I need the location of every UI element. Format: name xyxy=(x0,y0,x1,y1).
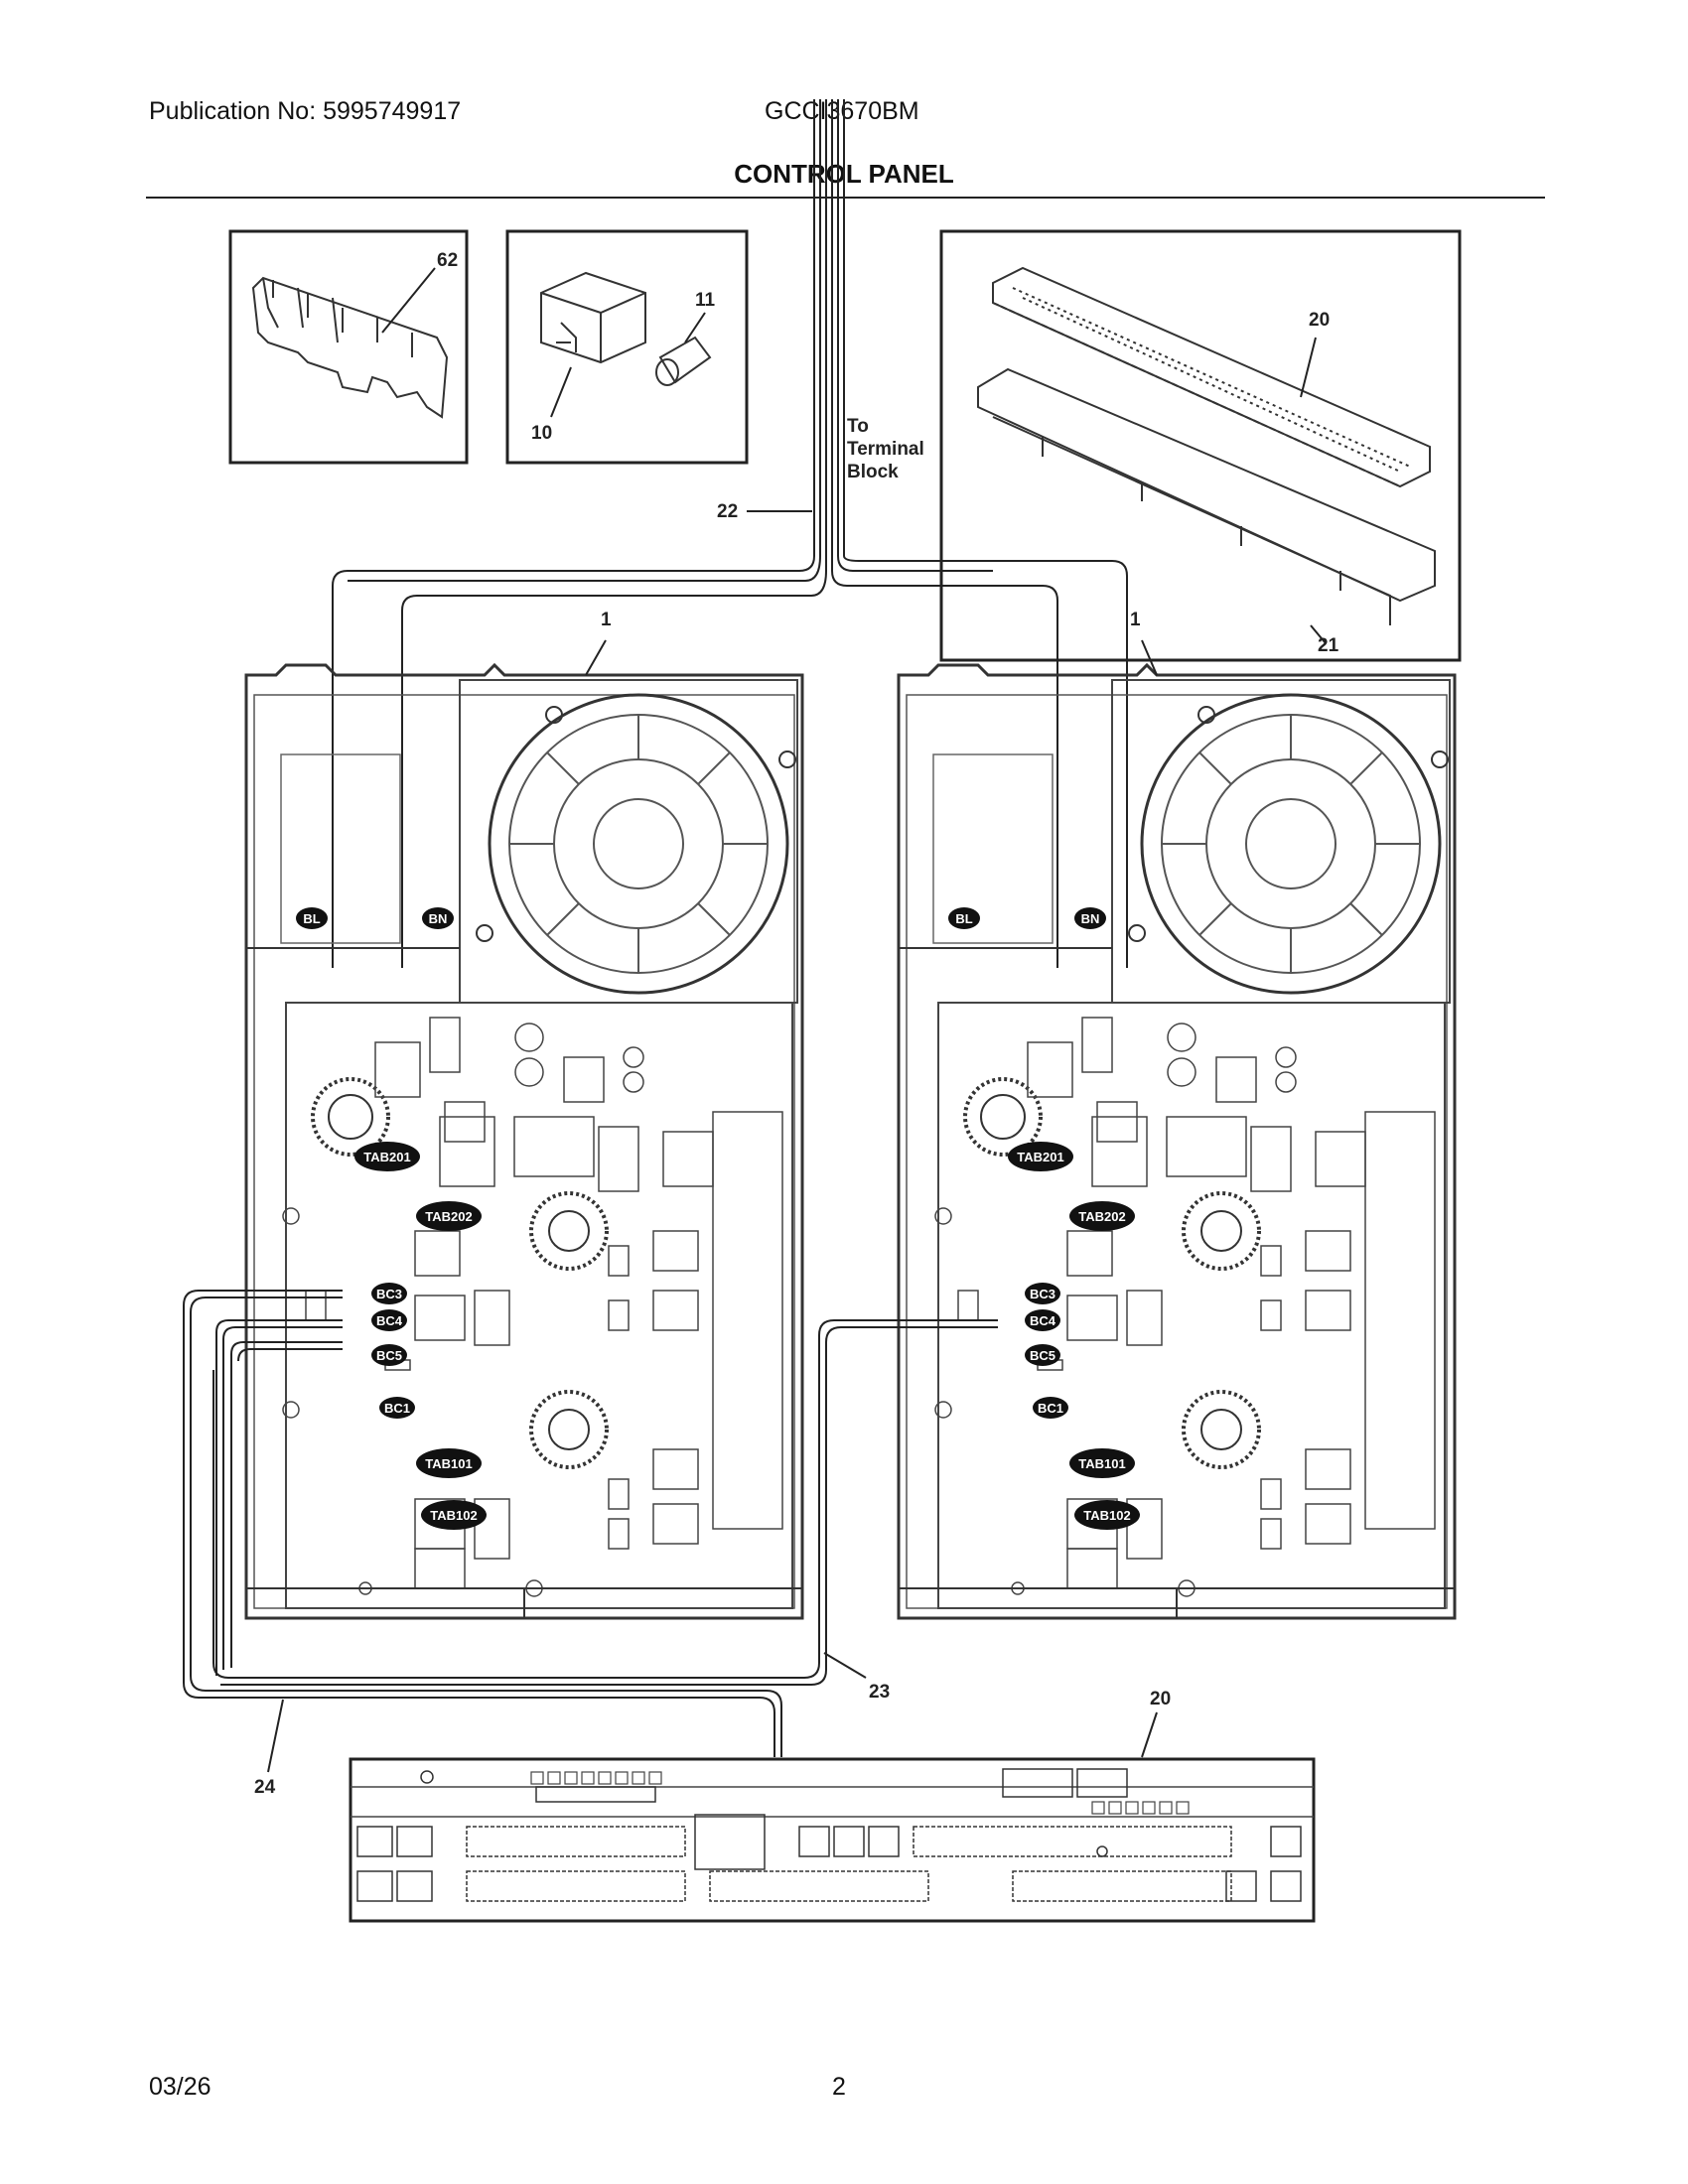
svg-text:BC5: BC5 xyxy=(1030,1348,1055,1363)
tag-bc5-right: BC5 xyxy=(1025,1344,1060,1366)
svg-text:TAB201: TAB201 xyxy=(1017,1150,1063,1164)
svg-text:BC3: BC3 xyxy=(376,1287,402,1301)
tag-bc4-right: BC4 xyxy=(1025,1309,1060,1331)
tag-tab201-left: TAB201 xyxy=(354,1142,420,1171)
part-number-1-right: 1 xyxy=(1130,610,1141,630)
tag-tab101-left: TAB101 xyxy=(416,1448,482,1478)
left-induction-board xyxy=(244,663,804,1620)
svg-text:TAB101: TAB101 xyxy=(1078,1456,1125,1471)
svg-text:TAB202: TAB202 xyxy=(425,1209,472,1224)
wire-harness-22 xyxy=(332,99,1128,968)
svg-text:BC5: BC5 xyxy=(376,1348,402,1363)
user-interface-board xyxy=(349,1757,1316,1923)
inset-parts-20-21: 20 21 xyxy=(939,229,1462,662)
inset-parts-10-11: 10 11 xyxy=(505,229,749,465)
part-number-21: 21 xyxy=(1318,635,1339,656)
svg-text:BC1: BC1 xyxy=(1038,1401,1063,1416)
svg-text:TAB102: TAB102 xyxy=(430,1508,477,1523)
part-number-22: 22 xyxy=(717,501,738,522)
tag-bc1-left: BC1 xyxy=(379,1397,415,1419)
part-number-62: 62 xyxy=(437,250,458,271)
part-number-20-top: 20 xyxy=(1309,310,1330,331)
tag-tab201-right: TAB201 xyxy=(1008,1142,1073,1171)
leader-1-right xyxy=(1141,639,1158,676)
inset-part-62: 62 xyxy=(228,229,469,465)
svg-text:BC3: BC3 xyxy=(1030,1287,1055,1301)
wire-harness-24 xyxy=(183,1290,782,1757)
tag-tab202-left: TAB202 xyxy=(416,1201,482,1231)
svg-text:TAB102: TAB102 xyxy=(1083,1508,1130,1523)
tag-bl-right: BL xyxy=(948,907,980,929)
publication-number: Publication No: 5995749917 xyxy=(149,97,462,125)
right-induction-board xyxy=(897,663,1457,1620)
svg-text:BN: BN xyxy=(429,911,448,926)
tag-bc1-right: BC1 xyxy=(1033,1397,1068,1419)
wire-harness-23 xyxy=(212,1319,998,1686)
svg-text:Block: Block xyxy=(847,462,899,482)
tag-bn-right: BN xyxy=(1074,907,1106,929)
footer-date: 03/26 xyxy=(149,2073,211,2101)
leader-23 xyxy=(823,1652,867,1679)
svg-text:Terminal: Terminal xyxy=(847,439,924,460)
tag-tab202-right: TAB202 xyxy=(1069,1201,1135,1231)
leader-24 xyxy=(267,1699,284,1773)
model-number: GCCI3670BM xyxy=(765,97,919,125)
tag-bc5-left: BC5 xyxy=(371,1344,407,1366)
svg-text:TAB101: TAB101 xyxy=(425,1456,472,1471)
svg-text:BC1: BC1 xyxy=(384,1401,410,1416)
part-number-10: 10 xyxy=(531,423,552,444)
svg-text:BL: BL xyxy=(955,911,972,926)
right-board-tags: BL BN TAB201 TAB202 BC3 BC4 BC5 BC1 TAB1… xyxy=(948,907,1140,1530)
tag-tab102-left: TAB102 xyxy=(421,1500,487,1530)
leader-20-bottom xyxy=(1141,1711,1158,1758)
header-divider xyxy=(146,197,1545,199)
tag-tab101-right: TAB101 xyxy=(1069,1448,1135,1478)
part-number-23: 23 xyxy=(869,1682,890,1703)
part-number-20-bottom: 20 xyxy=(1150,1689,1171,1709)
svg-text:BL: BL xyxy=(303,911,320,926)
tag-bc4-left: BC4 xyxy=(371,1309,407,1331)
tag-bc3-left: BC3 xyxy=(371,1283,407,1304)
svg-text:BN: BN xyxy=(1081,911,1100,926)
leader-1-left xyxy=(585,639,607,676)
tag-bc3-right: BC3 xyxy=(1025,1283,1060,1304)
svg-text:BC4: BC4 xyxy=(376,1313,403,1328)
tag-bl-left: BL xyxy=(296,907,328,929)
tag-bn-left: BN xyxy=(422,907,454,929)
svg-text:To: To xyxy=(847,416,869,437)
tag-tab102-right: TAB102 xyxy=(1074,1500,1140,1530)
part-number-24: 24 xyxy=(254,1777,276,1798)
left-board-tags: BL BN TAB201 TAB202 BC3 BC4 BC5 BC1 TAB1… xyxy=(296,907,487,1530)
svg-text:BC4: BC4 xyxy=(1030,1313,1056,1328)
to-terminal-block-label: To Terminal Block xyxy=(847,416,924,482)
page-number: 2 xyxy=(832,2073,846,2101)
svg-text:TAB201: TAB201 xyxy=(363,1150,410,1164)
svg-text:TAB202: TAB202 xyxy=(1078,1209,1125,1224)
part-number-1-left: 1 xyxy=(601,610,612,630)
part-number-11: 11 xyxy=(695,290,716,311)
